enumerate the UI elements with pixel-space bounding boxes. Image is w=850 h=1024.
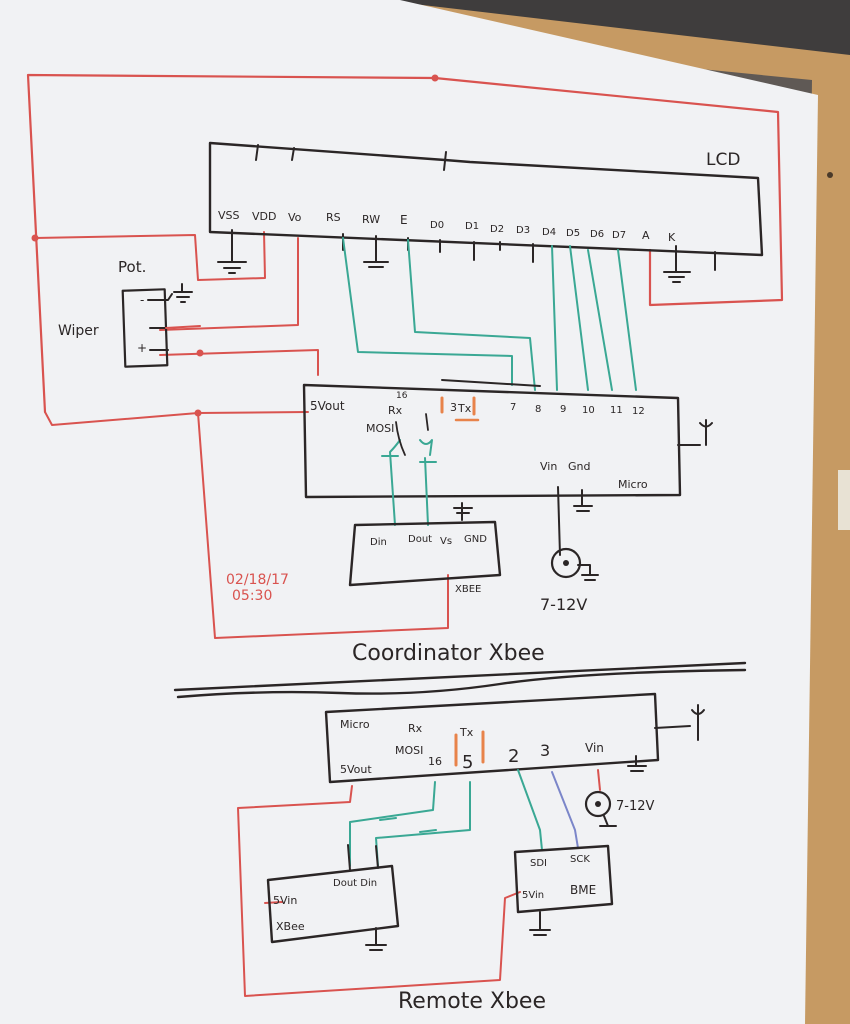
xbee-dout: Dout bbox=[408, 534, 432, 545]
red-power-loop bbox=[26, 73, 784, 414]
remote-pin2: 2 bbox=[508, 746, 519, 767]
remote-vin: Vin bbox=[585, 741, 604, 755]
coordinator-date: 02/18/17 bbox=[226, 572, 289, 588]
lcd-pin-d1: D1 bbox=[465, 221, 479, 232]
lcd-pin-d6: D6 bbox=[590, 229, 604, 240]
coordinator-micro-outline bbox=[302, 383, 682, 499]
lcd-pin-d7: D7 bbox=[612, 230, 626, 241]
coordinator-caption: Coordinator Xbee bbox=[352, 641, 545, 666]
lcd-pin-d2: D2 bbox=[490, 224, 504, 235]
micro-pin16: 16 bbox=[396, 391, 408, 401]
remote-pin16: 16 bbox=[428, 755, 442, 768]
remote-rx: Rx bbox=[408, 722, 423, 735]
lcd-pin-d3: D3 bbox=[516, 225, 530, 236]
remote-circuit bbox=[237, 692, 705, 997]
micro-pin7: 7 bbox=[510, 402, 516, 413]
remote-xbee-outline bbox=[266, 864, 400, 944]
remote-xbee-dout-din: Dout Din bbox=[333, 878, 377, 889]
coordinator-circuit bbox=[26, 73, 784, 639]
lcd-pin-vdd: VDD bbox=[252, 210, 276, 223]
lcd-title: LCD bbox=[706, 150, 740, 170]
micro-vin: Vin bbox=[540, 460, 557, 473]
pot-label: Pot. bbox=[118, 258, 146, 276]
pot-minus: - bbox=[140, 293, 144, 307]
micro-gnd: Gnd bbox=[568, 460, 590, 473]
remote-micro-label: Micro bbox=[340, 718, 370, 731]
lcd-pin-k: K bbox=[668, 231, 676, 244]
frame-screw bbox=[827, 172, 833, 178]
bme-5vin: 5Vin bbox=[522, 890, 544, 901]
lcd-pin-vss: VSS bbox=[218, 209, 240, 222]
lcd-pin-vo: Vo bbox=[288, 211, 302, 224]
lcd-pin-d4: D4 bbox=[542, 227, 556, 238]
remote-micro-outline bbox=[324, 692, 660, 784]
micro-tx: Tx bbox=[457, 402, 472, 415]
xbee-vs: Vs bbox=[440, 536, 452, 547]
coordinator-labels: LCD VSS VDD Vo RS RW E D0 D1 D2 D3 D4 D5… bbox=[58, 150, 740, 666]
remote-caption: Remote Xbee bbox=[398, 989, 546, 1014]
remote-xbee-5vin: 5Vin bbox=[273, 894, 297, 907]
bme-sdi: SDI bbox=[530, 858, 547, 869]
pot-wiper-label: Wiper bbox=[58, 323, 99, 339]
section-separator bbox=[173, 661, 747, 699]
remote-pin3: 3 bbox=[540, 741, 550, 760]
pot-plus: + bbox=[137, 341, 147, 355]
lcd-pin-rw: RW bbox=[362, 213, 380, 226]
lcd-pin-e: E bbox=[400, 213, 408, 227]
xbee-label: XBEE bbox=[455, 584, 481, 595]
coordinator-supply: 7-12V bbox=[540, 595, 587, 614]
xbee-din: Din bbox=[370, 537, 387, 548]
micro-pin3: 3 bbox=[450, 401, 457, 414]
bme-label: BME bbox=[570, 883, 596, 897]
remote-tx: Tx bbox=[459, 726, 474, 739]
micro-rx: Rx bbox=[388, 404, 403, 417]
micro-pin8: 8 bbox=[535, 404, 541, 415]
lcd-pin-a: A bbox=[642, 229, 650, 242]
whiteboard-surface bbox=[0, 0, 818, 1024]
micro-pin12: 12 bbox=[632, 406, 645, 417]
micro-pin10: 10 bbox=[582, 405, 595, 416]
micro-5vout: 5Vout bbox=[310, 399, 345, 413]
coordinator-xbee-outline bbox=[348, 520, 502, 587]
xbee-gnd: GND bbox=[464, 534, 487, 545]
remote-xbee-label: XBee bbox=[276, 920, 305, 933]
remote-labels: Micro Rx MOSI 16 Tx 5 2 3 Vin 5Vout 7-12… bbox=[273, 718, 655, 1014]
bme-sck: SCK bbox=[570, 854, 590, 865]
remote-mosi: MOSI bbox=[395, 744, 423, 757]
lcd-pin-d0: D0 bbox=[430, 220, 444, 231]
lcd-pin-rs: RS bbox=[326, 211, 341, 224]
lcd-pin-d5: D5 bbox=[566, 228, 580, 239]
remote-pin5: 5 bbox=[462, 752, 473, 773]
micro-pin9: 9 bbox=[560, 404, 566, 415]
remote-supply: 7-12V bbox=[616, 799, 655, 814]
micro-label: Micro bbox=[618, 478, 648, 491]
micro-mosi: MOSI bbox=[366, 422, 394, 435]
micro-pin11: 11 bbox=[610, 405, 623, 416]
wall-sticker bbox=[838, 470, 850, 530]
teal-data-lines bbox=[342, 237, 637, 391]
bme-outline bbox=[513, 844, 614, 914]
remote-5vout: 5Vout bbox=[340, 763, 372, 776]
coordinator-time: 05:30 bbox=[232, 588, 272, 604]
